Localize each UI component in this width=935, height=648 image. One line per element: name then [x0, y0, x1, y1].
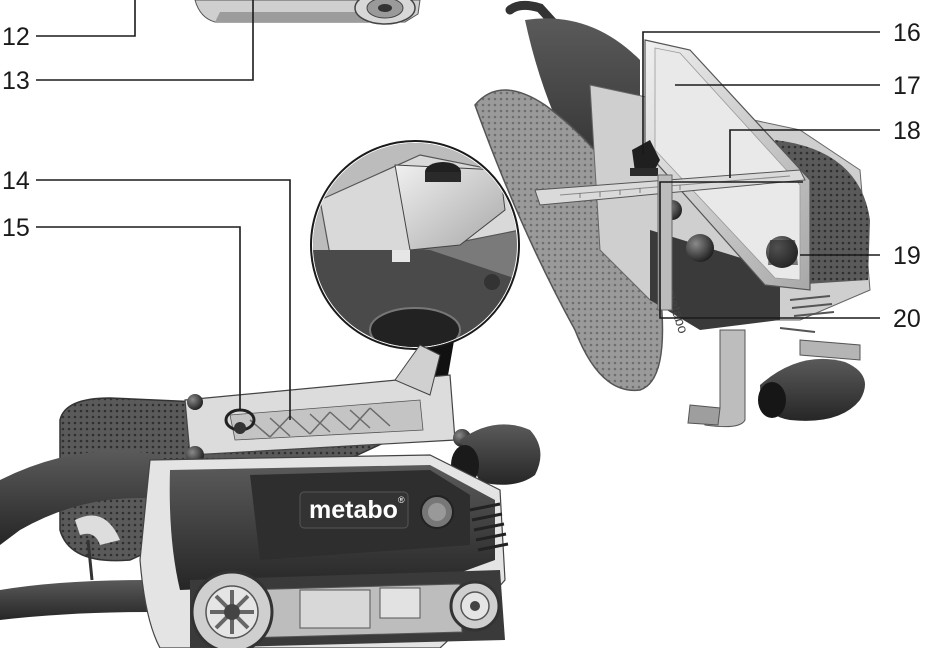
svg-text:®: ® [398, 495, 405, 505]
leader-lines [36, 0, 880, 420]
callout-12: 12 [2, 23, 30, 51]
leader-13 [36, 0, 254, 81]
callout-15: 15 [2, 214, 30, 242]
leader-20 [659, 181, 880, 319]
leader-15 [36, 226, 241, 410]
rear-roller [190, 570, 274, 648]
callout-labels: 12 13 14 15 16 17 18 19 20 [2, 19, 921, 333]
leader-14 [36, 179, 291, 420]
locking-knob-19 [766, 236, 798, 268]
sander-with-sanding-frame: metabo [474, 0, 871, 428]
callout-19: 19 [893, 242, 921, 270]
top-roller [354, 0, 416, 25]
callout-16: 16 [893, 19, 921, 47]
belt-sander-main: metabo ® [0, 344, 541, 648]
callout-20: 20 [893, 305, 921, 333]
metabo-logo: metabo ® [299, 491, 409, 529]
callout-14: 14 [2, 167, 30, 195]
sanding-frame-14 [184, 344, 471, 464]
callout-18: 18 [893, 117, 921, 145]
detail-zoom [310, 140, 520, 410]
clamp-lever-16 [630, 140, 660, 176]
brand-logo-text: metabo [309, 496, 398, 524]
callout-17: 17 [893, 72, 921, 100]
leader-18 [729, 129, 880, 178]
front-handle [758, 358, 865, 421]
callout-13: 13 [2, 67, 30, 95]
leader-16 [642, 31, 880, 155]
speed-dial [420, 495, 454, 529]
top-machine-fragment [194, 0, 421, 25]
dust-bag [474, 89, 664, 392]
leader-12 [36, 0, 136, 37]
front-roller [449, 580, 501, 632]
